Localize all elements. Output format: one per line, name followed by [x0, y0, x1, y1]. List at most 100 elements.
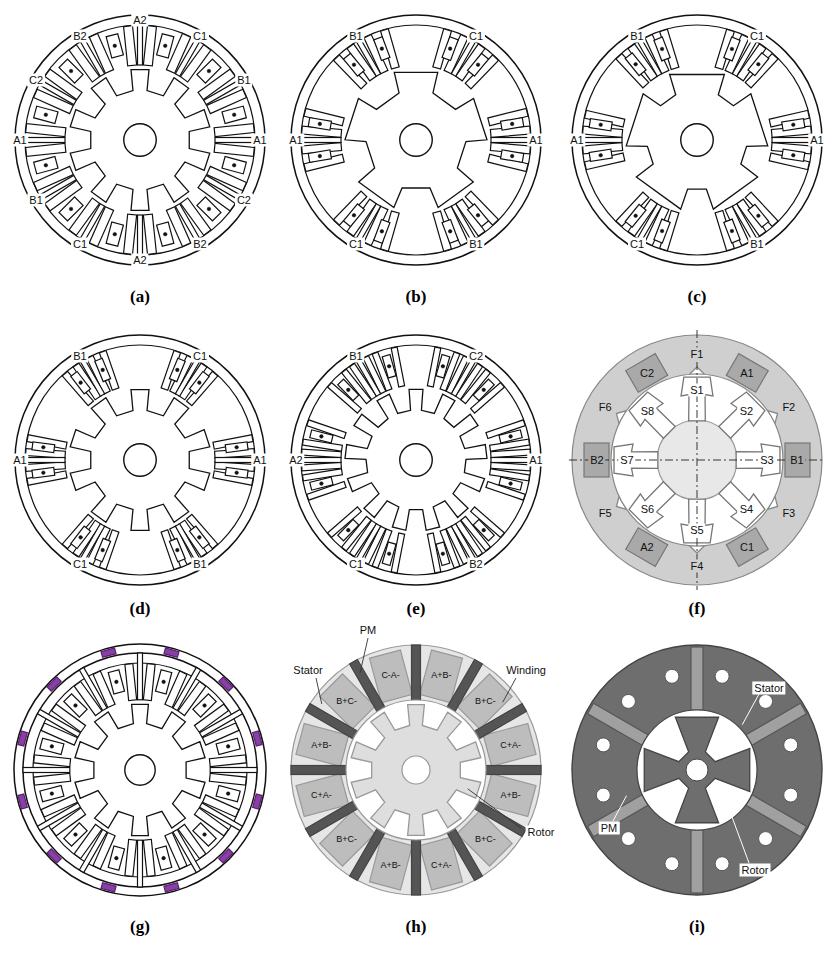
- centre-line: [697, 330, 698, 590]
- coil: [625, 53, 646, 76]
- rotor-core: [345, 72, 487, 207]
- coil: [782, 149, 805, 161]
- outer-magnet: [47, 677, 61, 691]
- coil-dot: [101, 368, 105, 372]
- coil: [589, 119, 612, 131]
- coil: [473, 519, 494, 540]
- coil-dot: [757, 62, 761, 66]
- coil: [310, 430, 333, 443]
- panel-caption: (i): [687, 917, 707, 936]
- outer-magnet: [18, 731, 27, 746]
- coil: [32, 467, 55, 478]
- coil: [654, 37, 670, 61]
- coil-dot: [163, 44, 167, 48]
- coil-dot: [113, 232, 117, 236]
- panel-caption: (a): [128, 287, 152, 306]
- stator-tooth: [214, 143, 254, 156]
- phase-label: A+B-: [499, 790, 523, 801]
- stator-outline: [15, 15, 265, 265]
- coil-dot: [791, 123, 795, 127]
- phase-label: S2: [738, 404, 755, 417]
- coil: [338, 519, 359, 540]
- stator-tooth: [209, 755, 246, 767]
- coil-dot: [660, 229, 664, 233]
- coil-dot: [235, 471, 239, 475]
- part-label: Rotor: [526, 826, 557, 839]
- phase-label: B2: [467, 557, 484, 570]
- permanent-magnet: [200, 803, 243, 831]
- coil: [40, 785, 64, 801]
- coil-dot: [634, 62, 638, 66]
- rotor-core: [644, 717, 749, 822]
- phase-label: S5: [688, 524, 705, 537]
- leader-line: [742, 694, 759, 725]
- coil-slot: [665, 669, 679, 683]
- shaft: [124, 444, 157, 477]
- phase-label: S6: [639, 503, 656, 516]
- coil-slot: [759, 832, 773, 846]
- coil-slot: [784, 788, 798, 802]
- coil-dot: [203, 833, 207, 837]
- permanent-magnet: [474, 704, 526, 739]
- coil: [308, 150, 331, 163]
- coil: [748, 204, 769, 227]
- phase-label: F5: [597, 507, 614, 520]
- coil-dot: [115, 856, 119, 860]
- permanent-magnet: [474, 801, 526, 836]
- coil-dot: [207, 69, 211, 73]
- coil: [216, 738, 240, 754]
- coil-slot: [596, 738, 610, 752]
- phase-label: C1: [71, 557, 89, 570]
- stator-tooth: [26, 143, 66, 156]
- coil-dot: [441, 364, 445, 368]
- phase-label: A1: [808, 134, 825, 147]
- coil-dot: [660, 47, 664, 51]
- coil: [71, 371, 91, 393]
- stator-tooth: [34, 755, 71, 767]
- phase-label: B2: [191, 237, 208, 250]
- coil-dot: [318, 122, 322, 126]
- coil-slot: [784, 738, 798, 752]
- coil-dot: [42, 445, 46, 449]
- outer-magnet: [101, 648, 116, 657]
- rotor-core: [70, 390, 210, 531]
- rotor-segment: [719, 482, 765, 528]
- permanent-magnet: [746, 703, 807, 745]
- part-label: Stator: [291, 664, 324, 677]
- panel-caption: (e): [405, 599, 428, 618]
- phase-label: C1: [191, 350, 209, 363]
- shaft: [124, 124, 157, 157]
- stator-tooth: [214, 124, 254, 137]
- coil: [625, 204, 646, 227]
- rotor-core: [70, 70, 210, 211]
- coil: [157, 34, 174, 58]
- coil-slot: [621, 694, 635, 708]
- phase-label: B1: [347, 350, 364, 363]
- coil-dot: [198, 536, 202, 540]
- phase-label: B1: [748, 237, 765, 250]
- coil-slot: [621, 832, 635, 846]
- coil-dot: [232, 113, 236, 117]
- coil: [382, 355, 396, 378]
- stator-tooth: [491, 449, 531, 458]
- coil: [782, 119, 805, 131]
- stator-outline: [291, 15, 541, 265]
- coil: [34, 157, 58, 174]
- permanent-magnet: [37, 803, 80, 831]
- stator-outline: [572, 15, 822, 265]
- permanent-magnet: [305, 704, 357, 739]
- coil: [59, 59, 83, 83]
- stator-outline: [291, 335, 541, 585]
- permanent-magnet: [200, 709, 243, 737]
- stator-tooth: [26, 124, 66, 137]
- coil: [216, 785, 240, 801]
- coil: [95, 538, 111, 561]
- coil: [106, 222, 123, 246]
- panel-caption: (h): [404, 917, 429, 936]
- stator-tooth: [143, 664, 155, 701]
- coil-dot: [352, 63, 356, 67]
- stator-bore: [346, 700, 486, 840]
- coil: [338, 379, 359, 400]
- phase-label: A+B-: [378, 859, 402, 870]
- coil-dot: [42, 471, 46, 475]
